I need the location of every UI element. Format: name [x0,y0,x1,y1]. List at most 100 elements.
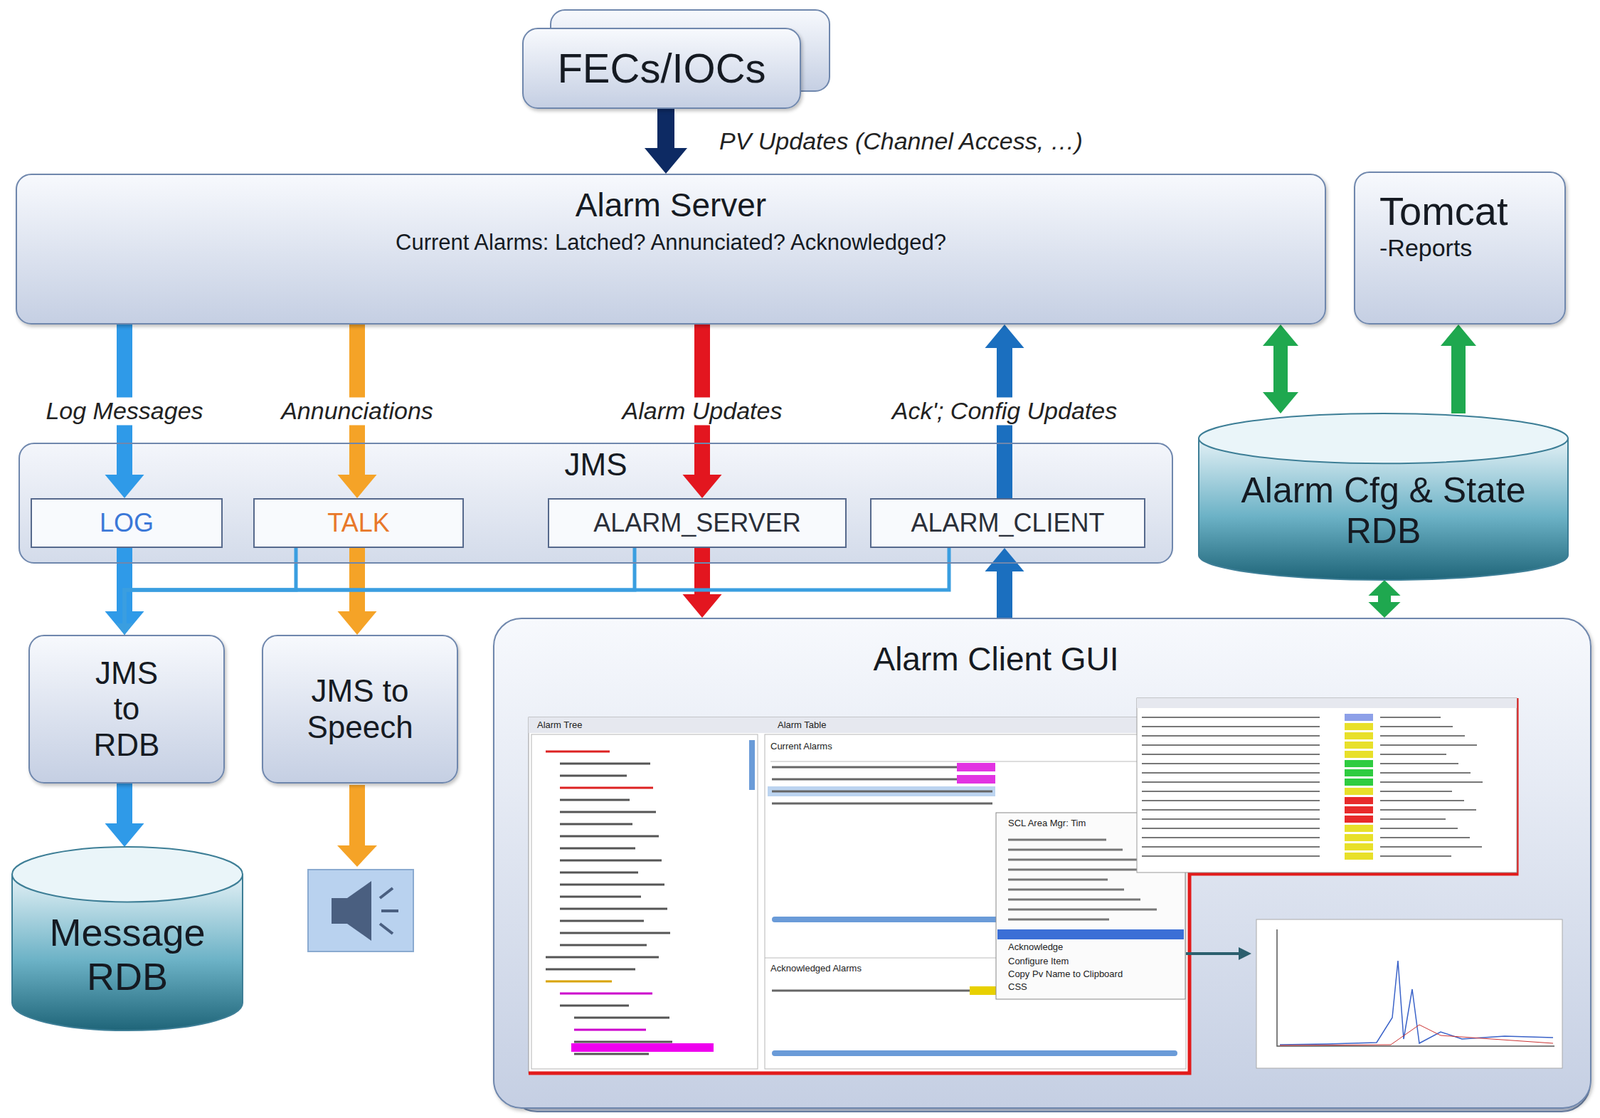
tree-pane [531,734,758,1069]
log-row [1380,799,1465,802]
log-row [1141,799,1320,802]
severity-cell [1344,843,1374,851]
topic-box: ALARM_CLIENT [870,497,1146,548]
menu-item [1008,888,1125,891]
arrow-head [985,547,1025,572]
tree-row [559,871,639,874]
log-row [1380,753,1447,755]
speaker-cone [347,880,372,941]
screenshot-label: SCL Area Mgr: Tim [1008,818,1086,829]
topic-box: ALARM_SERVER [547,497,847,548]
severity-cell [1344,741,1374,749]
arrow-head [115,623,134,635]
severity-cell [1344,759,1374,767]
web-server-box: Tomcat-Reports [1353,171,1566,325]
log-row [1141,753,1320,755]
tree-row [559,859,662,862]
tree-row [574,1040,673,1043]
severity-cell [956,762,996,772]
tree-row [559,798,630,802]
severity-cell [1344,806,1374,814]
process-box: JMS to Speech [261,634,459,784]
speaker-body [331,897,348,924]
edge-label: Annunciations [277,396,437,425]
log-row [1141,818,1320,820]
node-title: Alarm Server [575,186,767,225]
log-row [1141,725,1320,728]
severity-cell [1344,778,1374,786]
tree-row [559,811,656,814]
menu-selected [997,929,1184,940]
connector-arrow [1440,324,1477,414]
pointer-arrow [1185,951,1241,955]
severity-cell [1344,769,1374,777]
arrow-shaft [124,547,950,625]
plot-axes [1277,929,1555,1046]
log-row [1141,781,1320,783]
severity-cell [969,986,999,995]
log-row [1380,827,1458,829]
node-title: JMS to RDB [93,655,161,764]
log-row [1141,762,1320,765]
log-row [1380,781,1483,783]
node-title: JMS [564,446,628,484]
tree-row [559,931,671,935]
log-row [1141,845,1320,848]
tree-row [559,774,627,777]
connector-arrow [105,783,145,847]
window-header [1136,697,1517,708]
log-row [1141,827,1320,829]
menu-item [1008,838,1107,841]
node-title: Tomcat [1379,188,1509,235]
severity-cell [956,774,996,784]
arrow-head [115,623,134,635]
menu-item [1008,918,1110,921]
screenshot-label: Configure Item [1008,956,1069,967]
tree-row [559,895,641,898]
tree-row [559,883,665,886]
sound-wave [381,909,399,913]
topic-box: TALK [253,497,464,548]
connector-arrow [644,108,688,174]
tree-scrollbar [749,739,755,790]
tree-row [545,956,659,959]
tree-row [545,980,612,983]
tree-row [545,968,636,971]
connector-arrow [682,547,723,618]
screenshot-label: Alarm Table [777,719,826,730]
log-row [1380,734,1465,737]
database-cylinder: Message RDB [12,846,243,1031]
edge-label: Alarm Updates [618,396,787,425]
tree-highlight [571,1042,714,1052]
severity-cell [1344,824,1374,832]
log-row [1380,836,1470,839]
menu-item [1008,908,1157,911]
log-row [1380,808,1477,811]
menu-item [1008,848,1123,851]
tree-row [559,944,647,947]
pointer-arrow-head [1238,946,1252,960]
table-window [1136,697,1517,873]
table-row [771,790,993,793]
message-bus-band: JMSLOGTALKALARM_SERVERALARM_CLIENT [18,442,1174,564]
window [528,717,1190,1073]
node-title: ALARM_SERVER [593,507,801,538]
severity-cell [1344,796,1374,804]
arrow-shaft [1273,344,1288,394]
tree-row [559,907,668,910]
arrow-shaft [657,108,675,150]
node-title: Alarm Client GUI [872,640,1119,678]
tree-row [545,750,610,753]
node-title: JMS to Speech [306,673,413,745]
cylinder-top [1198,413,1568,464]
gui-panel: Alarm Client GUIAlarm TreeAlarm TableCur… [493,617,1592,1109]
tree-row [559,1004,629,1007]
arrow-head [682,594,723,618]
log-row [1380,762,1459,765]
log-row [1380,725,1453,728]
device-box: FECs/IOCs [522,27,802,109]
database-cylinder: Alarm Cfg & State RDB [1198,413,1568,580]
arrow-head [115,623,134,635]
screenshot-label: Copy Pv Name to Clipboard [1008,968,1123,979]
